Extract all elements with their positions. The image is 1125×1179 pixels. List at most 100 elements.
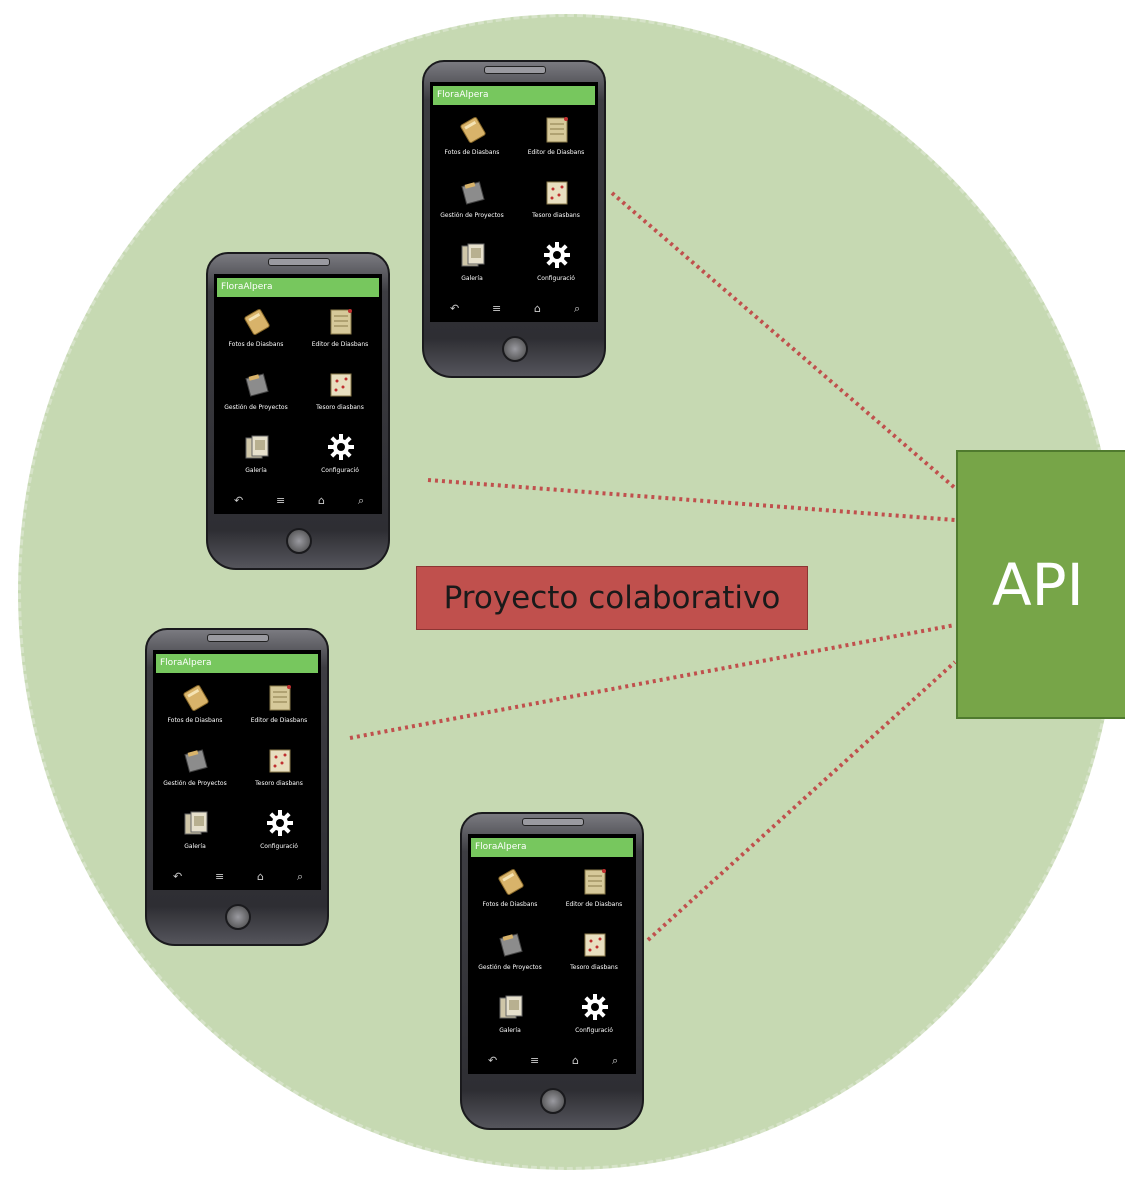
app-menu-item[interactable]: Galería [153, 806, 237, 866]
back-icon[interactable]: ↶ [173, 870, 183, 883]
app-menu-label: Galería [461, 275, 483, 282]
link-phone-4 [646, 660, 957, 942]
app-menu-item[interactable]: Fotos de Diasbans [468, 864, 552, 924]
search-icon[interactable]: ⌕ [297, 870, 304, 883]
app-menu-item[interactable]: Editor de Diasbans [298, 304, 382, 364]
map-icon [542, 177, 572, 207]
phone-navbar: ↶ ≡ ⌂ ⌕ [468, 1054, 636, 1072]
home-button[interactable] [225, 904, 251, 930]
phone-speaker [484, 66, 546, 74]
gear-icon [265, 808, 295, 838]
menu-icon[interactable]: ≡ [276, 494, 286, 507]
phone-navbar: ↶ ≡ ⌂ ⌕ [214, 494, 382, 512]
book-icon [496, 866, 526, 896]
app-menu-label: Fotos de Diasbans [228, 341, 284, 348]
app-menu-item[interactable]: Tesoro diasbans [298, 367, 382, 427]
app-titlebar: FloraAlpera [217, 278, 379, 297]
app-menu-label: Tesoro diasbans [532, 212, 580, 219]
app-menu-label: Configuració [575, 1027, 613, 1034]
gear-icon [580, 992, 610, 1022]
project-label: Proyecto colaborativo [416, 566, 808, 630]
notepad-icon [580, 866, 610, 896]
app-menu-item[interactable]: Fotos de Diasbans [430, 112, 514, 172]
app-menu-label: Tesoro diasbans [255, 780, 303, 787]
home-button[interactable] [540, 1088, 566, 1114]
app-titlebar: FloraAlpera [156, 654, 318, 673]
home-button[interactable] [502, 336, 528, 362]
app-menu-item[interactable]: Gestión de Proyectos [214, 367, 298, 427]
app-menu-item[interactable]: Tesoro diasbans [514, 175, 598, 235]
app-menu-item[interactable]: Editor de Diasbans [237, 680, 321, 740]
gear-icon [326, 432, 356, 462]
home-icon[interactable]: ⌂ [572, 1054, 579, 1067]
app-menu-label: Gestión de Proyectos [163, 780, 227, 787]
folder-icon [181, 745, 211, 775]
notepad-icon [326, 306, 356, 336]
back-icon[interactable]: ↶ [234, 494, 244, 507]
menu-icon[interactable]: ≡ [530, 1054, 540, 1067]
app-menu-item[interactable]: Tesoro diasbans [552, 927, 636, 987]
app-menu-item[interactable]: Galería [468, 990, 552, 1050]
folder-icon [458, 177, 488, 207]
back-icon[interactable]: ↶ [488, 1054, 498, 1067]
app-menu-label: Configuració [321, 467, 359, 474]
app-menu-label: Configuració [537, 275, 575, 282]
notepad-icon [542, 114, 572, 144]
app-menu-label: Tesoro diasbans [570, 964, 618, 971]
home-icon[interactable]: ⌂ [534, 302, 541, 315]
app-menu-label: Galería [245, 467, 267, 474]
menu-icon[interactable]: ≡ [215, 870, 225, 883]
api-box: API [956, 450, 1125, 719]
app-menu-item[interactable]: Gestión de Proyectos [153, 743, 237, 803]
home-icon[interactable]: ⌂ [318, 494, 325, 507]
app-menu-item[interactable]: Gestión de Proyectos [468, 927, 552, 987]
app-menu-item[interactable]: Tesoro diasbans [237, 743, 321, 803]
back-icon[interactable]: ↶ [450, 302, 460, 315]
link-phone-2 [427, 478, 956, 522]
search-icon[interactable]: ⌕ [612, 1054, 619, 1067]
link-phone-3 [349, 623, 956, 740]
app-menu-item[interactable]: Configuració [552, 990, 636, 1050]
app-menu-label: Configuració [260, 843, 298, 850]
gallery-icon [496, 992, 526, 1022]
app-menu-item[interactable]: Gestión de Proyectos [430, 175, 514, 235]
app-menu-label: Gestión de Proyectos [224, 404, 288, 411]
map-icon [580, 929, 610, 959]
map-icon [265, 745, 295, 775]
phone-navbar: ↶ ≡ ⌂ ⌕ [430, 302, 598, 320]
app-menu-item[interactable]: Galería [214, 430, 298, 490]
book-icon [181, 682, 211, 712]
app-menu-item[interactable]: Galería [430, 238, 514, 298]
app-menu-item[interactable]: Fotos de Diasbans [214, 304, 298, 364]
book-icon [242, 306, 272, 336]
app-menu-item[interactable]: Configuració [514, 238, 598, 298]
home-button[interactable] [286, 528, 312, 554]
app-menu-item[interactable]: Editor de Diasbans [552, 864, 636, 924]
app-menu-item[interactable]: Configuració [237, 806, 321, 866]
app-menu-label: Gestión de Proyectos [440, 212, 504, 219]
book-icon [458, 114, 488, 144]
home-icon[interactable]: ⌂ [257, 870, 264, 883]
search-icon[interactable]: ⌕ [358, 494, 365, 507]
menu-icon[interactable]: ≡ [492, 302, 502, 315]
app-menu-label: Editor de Diasbans [311, 341, 369, 348]
app-menu-item[interactable]: Fotos de Diasbans [153, 680, 237, 740]
search-icon[interactable]: ⌕ [574, 302, 581, 315]
app-menu-item[interactable]: Configuració [298, 430, 382, 490]
app-menu-label: Galería [499, 1027, 521, 1034]
phone-speaker [522, 818, 584, 826]
app-menu-label: Editor de Diasbans [250, 717, 308, 724]
map-icon [326, 369, 356, 399]
app-menu-item[interactable]: Editor de Diasbans [514, 112, 598, 172]
folder-icon [496, 929, 526, 959]
app-titlebar: FloraAlpera [471, 838, 633, 857]
app-menu-label: Editor de Diasbans [565, 901, 623, 908]
gallery-icon [458, 240, 488, 270]
folder-icon [242, 369, 272, 399]
